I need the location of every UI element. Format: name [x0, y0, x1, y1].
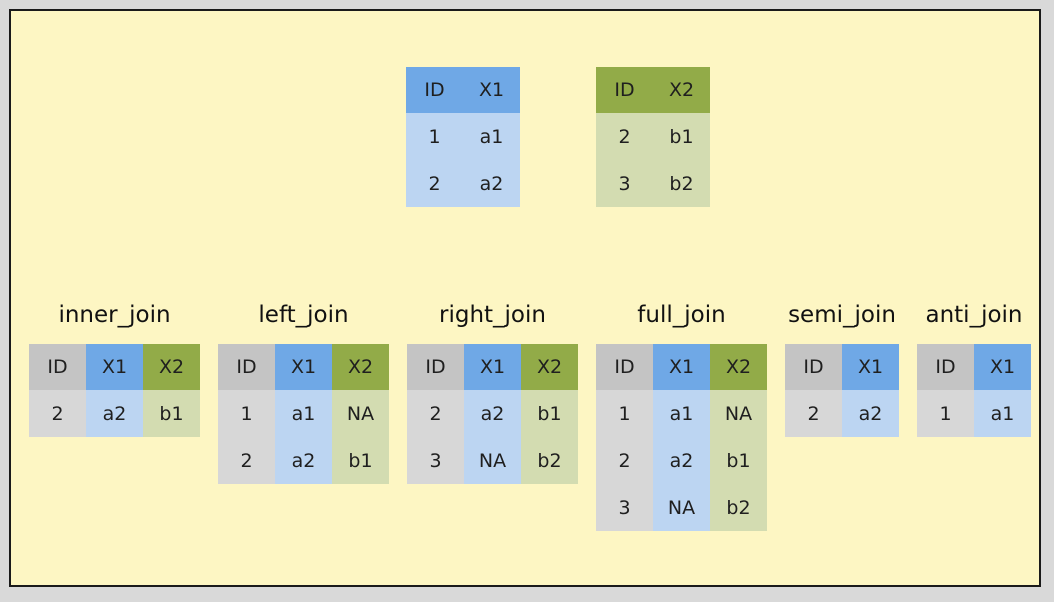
table-row: 1 a1 NA: [218, 390, 389, 437]
right-join-table: right_join ID X1 X2 2 a2 b1 3 NA b2: [407, 302, 578, 484]
join-title: left_join: [258, 302, 349, 328]
table-cell: 3: [407, 437, 464, 484]
table-cell: 2: [218, 437, 275, 484]
table-cell: 2: [596, 437, 653, 484]
table-cell: a2: [842, 390, 899, 437]
table-cell: 2: [785, 390, 842, 437]
header-cell: X1: [974, 344, 1031, 390]
table-cell: NA: [710, 390, 767, 437]
table-cell: 2: [407, 390, 464, 437]
table-row: 3 b2: [596, 160, 710, 207]
header-cell: X2: [710, 344, 767, 390]
table-cell: b1: [710, 437, 767, 484]
diagram-frame: ID X1 1 a1 2 a2 ID X2 2 b1 3 b2 inner_jo…: [9, 9, 1041, 587]
table-cell: a2: [463, 160, 520, 207]
join-title: full_join: [637, 302, 726, 328]
header-cell: ID: [406, 67, 463, 113]
table-cell: a1: [275, 390, 332, 437]
anti-join-table: anti_join ID X1 1 a1: [917, 302, 1031, 437]
join-title: right_join: [439, 302, 546, 328]
table-cell: 3: [596, 160, 653, 207]
table-cell: a2: [653, 437, 710, 484]
table-row: 2 a2 b1: [29, 390, 200, 437]
header-cell: ID: [596, 67, 653, 113]
input-table-x: ID X1 1 a1 2 a2: [406, 67, 520, 207]
header-cell: ID: [407, 344, 464, 390]
inner-join-table: inner_join ID X1 X2 2 a2 b1: [29, 302, 200, 437]
table-cell: 2: [29, 390, 86, 437]
table-row: 2 a2 b1: [596, 437, 767, 484]
table-cell: a1: [974, 390, 1031, 437]
table-cell: b1: [653, 113, 710, 160]
table-cell: NA: [332, 390, 389, 437]
header-cell: ID: [917, 344, 974, 390]
table-cell: a1: [653, 390, 710, 437]
header-cell: X1: [653, 344, 710, 390]
table-row: 2 a2 b1: [218, 437, 389, 484]
header-cell: X1: [464, 344, 521, 390]
table-cell: 2: [596, 113, 653, 160]
table-row: 3 NA b2: [596, 484, 767, 531]
table-cell: b1: [521, 390, 578, 437]
table-row: 2 a2: [406, 160, 520, 207]
table-cell: b1: [332, 437, 389, 484]
header-cell: X2: [332, 344, 389, 390]
table-cell: 1: [596, 390, 653, 437]
header-cell: ID: [596, 344, 653, 390]
header-cell: X1: [86, 344, 143, 390]
table-cell: NA: [464, 437, 521, 484]
header-cell: X2: [143, 344, 200, 390]
header-cell: X1: [842, 344, 899, 390]
table-cell: b2: [521, 437, 578, 484]
header-cell: ID: [785, 344, 842, 390]
table-cell: a2: [275, 437, 332, 484]
table-row: 2 a2 b1: [407, 390, 578, 437]
header-cell: X2: [521, 344, 578, 390]
header-cell: ID: [218, 344, 275, 390]
join-title: anti_join: [925, 302, 1023, 328]
table-cell: 1: [917, 390, 974, 437]
table-row: 3 NA b2: [407, 437, 578, 484]
table-cell: NA: [653, 484, 710, 531]
left-join-table: left_join ID X1 X2 1 a1 NA 2 a2 b1: [218, 302, 389, 484]
semi-join-table: semi_join ID X1 2 a2: [785, 302, 899, 437]
header-cell: X1: [275, 344, 332, 390]
full-join-table: full_join ID X1 X2 1 a1 NA 2 a2 b1 3 NA …: [596, 302, 767, 531]
table-cell: a2: [464, 390, 521, 437]
header-cell: X1: [463, 67, 520, 113]
table-cell: a2: [86, 390, 143, 437]
table-cell: 1: [218, 390, 275, 437]
table-row: 2 b1: [596, 113, 710, 160]
table-cell: 3: [596, 484, 653, 531]
table-cell: a1: [463, 113, 520, 160]
table-row: 1 a1 NA: [596, 390, 767, 437]
table-row: 1 a1: [917, 390, 1031, 437]
table-row: 2 a2: [785, 390, 899, 437]
input-table-y: ID X2 2 b1 3 b2: [596, 67, 710, 207]
join-title: semi_join: [788, 302, 896, 328]
table-cell: b2: [653, 160, 710, 207]
table-cell: b2: [710, 484, 767, 531]
table-cell: 1: [406, 113, 463, 160]
table-cell: 2: [406, 160, 463, 207]
header-cell: X2: [653, 67, 710, 113]
header-cell: ID: [29, 344, 86, 390]
table-cell: b1: [143, 390, 200, 437]
join-title: inner_join: [58, 302, 171, 328]
table-row: 1 a1: [406, 113, 520, 160]
